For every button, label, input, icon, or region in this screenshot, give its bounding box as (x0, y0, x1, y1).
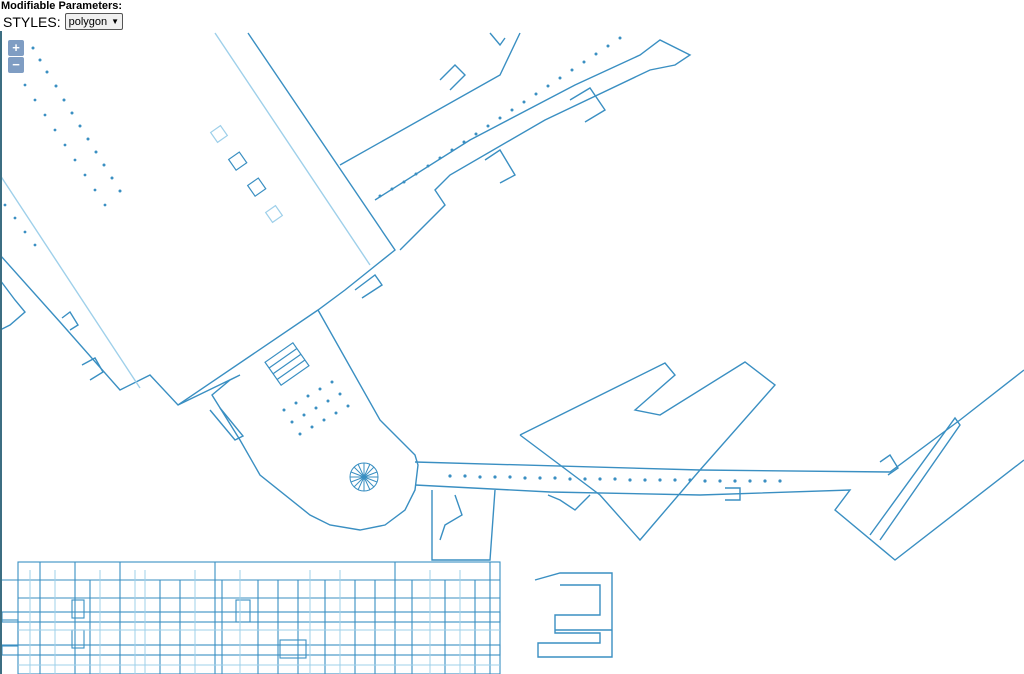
map-viewport[interactable] (0, 31, 1024, 674)
rosette (349, 462, 379, 492)
parameters-title: Modifiable Parameters: (1, 0, 123, 12)
point-markers (3, 36, 782, 483)
chevron-down-icon: ▼ (111, 17, 120, 26)
corridor-outline (414, 369, 1024, 473)
lobby-outline (177, 309, 419, 531)
lower-block-inner-lines (18, 570, 500, 674)
small-squares (209, 124, 310, 387)
zoom-in-button[interactable]: + (8, 40, 24, 56)
zoom-out-button[interactable]: − (8, 57, 24, 73)
wing-outline (339, 32, 521, 166)
arrow-shape (519, 361, 777, 542)
styles-row: STYLES: polygon ▼ (3, 13, 124, 30)
lower-building-block (0, 561, 501, 674)
zoom-control: + − (8, 40, 24, 73)
building-outlines (0, 32, 1024, 658)
hall-outline (0, 32, 396, 406)
floorplan-map (0, 32, 1024, 674)
side-box (534, 572, 613, 658)
styles-select[interactable]: polygon ▼ (64, 13, 124, 30)
styles-select-value: polygon (68, 15, 108, 28)
map-left-border (0, 31, 2, 674)
styles-label: STYLES: (3, 13, 61, 30)
